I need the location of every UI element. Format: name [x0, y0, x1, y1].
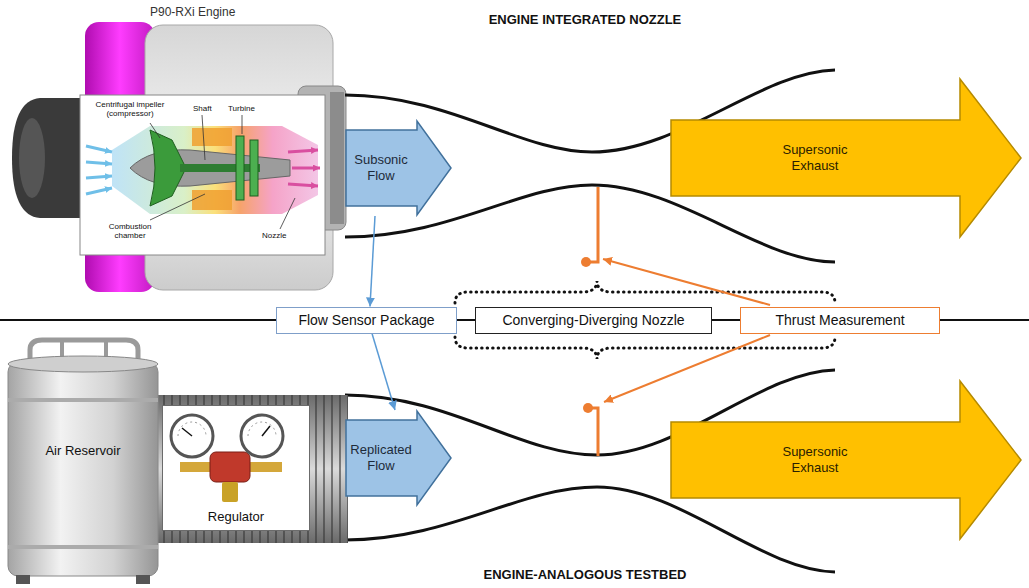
flow-connector [372, 334, 395, 411]
exhaust-arrow [288, 184, 318, 186]
gauge-scale [248, 422, 276, 436]
hose-illustration [150, 395, 348, 543]
dotted-brace [455, 337, 835, 359]
intake-air-arrows [86, 146, 112, 194]
leader-line [202, 115, 205, 160]
tank-body [8, 362, 158, 576]
turbine-symbol [250, 140, 258, 196]
flow-arrow: Replicated Flow [345, 410, 452, 506]
regulator-box: Regulator [162, 405, 310, 531]
arrow-text-area: Replicated Flow [345, 420, 417, 496]
regulator-knob [222, 482, 238, 502]
part-label: Nozzle [262, 231, 286, 240]
intake-air-arrow [86, 176, 112, 178]
pressure-gauge [241, 415, 283, 457]
arrow-outline [346, 411, 451, 505]
flow-arrow: Subsonic Flow [345, 120, 452, 216]
thrust-stand-dot [583, 403, 593, 413]
shaft-symbol [180, 164, 260, 172]
gauge-needle [262, 426, 270, 436]
engine-illustration [12, 22, 346, 292]
gauge-needle [182, 428, 192, 436]
flow-label: Subsonic Flow [346, 152, 416, 183]
part-label: Centrifugal impeller (compressor) [90, 100, 170, 118]
air-reservoir: Air Reservoir [8, 340, 158, 584]
tank-foot [136, 575, 150, 584]
thrust-stand [588, 187, 598, 262]
regulator-fitting [248, 462, 282, 472]
arrow-outline [671, 381, 1021, 539]
cutaway-inset [80, 95, 325, 255]
hose [150, 395, 348, 543]
tank-top [8, 356, 158, 372]
arrow-text-area: Supersonic Exhaust [670, 422, 960, 498]
pressure-gauge [171, 415, 213, 457]
hose-corrugation [150, 395, 348, 543]
leader-lines [150, 115, 295, 229]
intake-air-arrow [86, 188, 112, 194]
process-box: Converging-Diverging Nozzle [475, 307, 712, 334]
exhaust-arrow [288, 150, 318, 152]
flow-label: Replicated Flow [346, 442, 416, 473]
flow-arrow: Supersonic Exhaust [670, 78, 1022, 238]
box-label: Converging-Diverging Nozzle [502, 312, 684, 329]
engine-node: P90-RXi Engine [12, 2, 347, 296]
regulator-label: Regulator [208, 509, 264, 525]
arrow-shape [670, 78, 1022, 238]
leader-line [150, 123, 160, 138]
gauge-scale [178, 422, 206, 436]
arrow-text-area: Supersonic Exhaust [670, 120, 960, 196]
arrow-outline [671, 79, 1021, 237]
title: ENGINE INTEGRATED NOZZLE [489, 12, 682, 27]
arrow-shape [345, 410, 452, 506]
regulator-illustration [162, 405, 310, 531]
engine-intake-cone [19, 118, 45, 198]
exhaust-arrows [288, 150, 320, 186]
tank-illustration [8, 340, 158, 584]
combustion-chamber [192, 190, 232, 210]
engine-flow-path [112, 126, 318, 214]
intake-air-arrow [86, 146, 112, 152]
leader-line [242, 115, 243, 134]
leader-line [280, 198, 295, 229]
leader-line [150, 194, 205, 220]
leader-arrow [603, 259, 770, 305]
leader-arrow [604, 335, 770, 402]
box-label: Flow Sensor Package [298, 312, 434, 329]
part-label: Turbine [228, 104, 255, 113]
process-box: Flow Sensor Package [276, 307, 457, 334]
box-label: Thrust Measurement [775, 312, 904, 329]
regulator-inset [162, 405, 310, 531]
flow-arrow: Supersonic Exhaust [670, 380, 1022, 540]
arrow-text-area: Subsonic Flow [345, 130, 417, 206]
flow-label: Supersonic Exhaust [770, 444, 860, 475]
dotted-brace [455, 281, 835, 303]
caption: ENGINE-ANALOGOUS TESTBED [484, 567, 687, 582]
flow-label: Supersonic Exhaust [770, 142, 860, 173]
engine-intake-cone [12, 98, 80, 218]
arrow-shape [345, 120, 452, 216]
engine-label: P90-RXi Engine [150, 5, 235, 19]
regulator-fitting [180, 462, 212, 472]
turbine-symbol [236, 136, 244, 200]
intake-air-arrow [86, 162, 112, 164]
part-label: Combustion chamber [102, 222, 158, 240]
tank-label: Air Reservoir [8, 443, 158, 459]
tank-ring [8, 398, 158, 402]
part-label: Shaft [193, 104, 212, 113]
arrow-shape [670, 380, 1022, 540]
tank-foot [16, 575, 30, 584]
regulator-body [210, 452, 250, 482]
process-box: Thrust Measurement [740, 307, 940, 334]
arrow-outline [346, 121, 451, 215]
thrust-stand-dot [581, 257, 591, 267]
flow-connector [370, 216, 375, 307]
tank-ring [8, 545, 158, 549]
engine-exhaust-ring [330, 92, 344, 224]
exhaust-arrow [292, 167, 320, 170]
thrust-stand [590, 408, 598, 456]
combustion-chamber [192, 128, 232, 146]
